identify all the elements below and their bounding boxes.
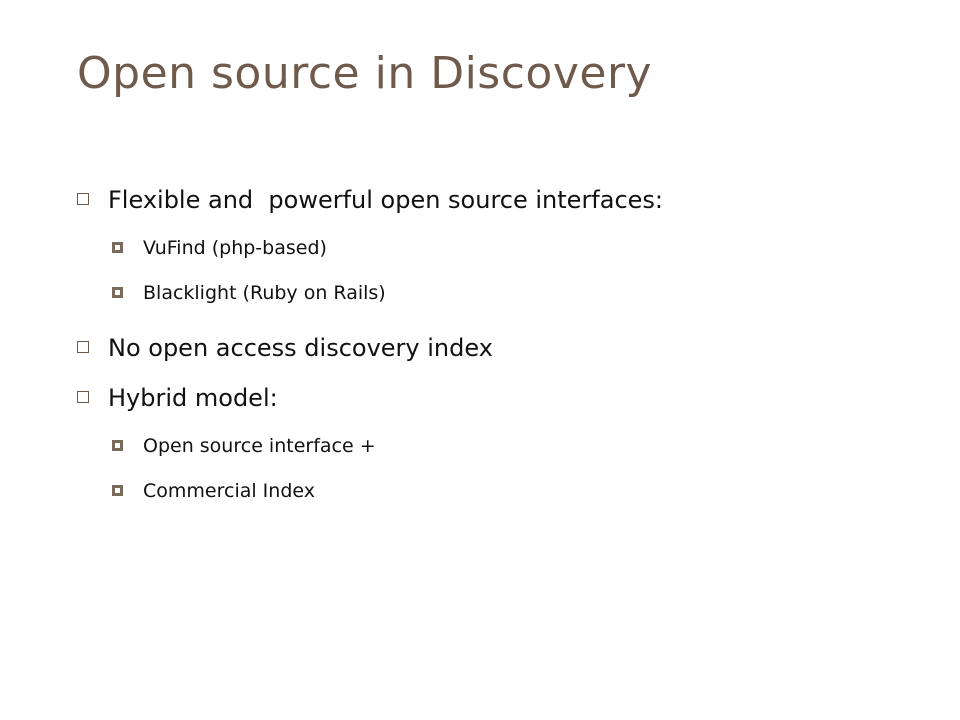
slide-title: Open source in Discovery [77,48,653,99]
bullet-item-level2: VuFind (php-based) [77,226,917,271]
bullet-text: No open access discovery index [108,334,493,362]
hollow-square-bullet-icon [77,341,89,353]
square-bullet-icon [112,287,123,298]
hollow-square-bullet-icon [77,391,89,403]
square-bullet-icon [112,440,123,451]
square-bullet-icon [112,485,123,496]
bullet-text: VuFind (php-based) [143,237,327,259]
bullet-item-level2: Commercial Index [77,469,917,514]
bullet-item-level1: Flexible and powerful open source interf… [77,176,917,226]
bullet-item-level1: Hybrid model: [77,374,917,424]
bullet-text: Commercial Index [143,480,315,502]
hollow-square-bullet-icon [77,193,89,205]
bullet-item-level2: Open source interface + [77,424,917,469]
bullet-text: Blacklight (Ruby on Rails) [143,282,386,304]
bullet-item-level2: Blacklight (Ruby on Rails) [77,271,917,316]
square-bullet-icon [112,242,123,253]
bullet-text: Open source interface + [143,435,376,457]
bullet-text: Flexible and powerful open source interf… [108,186,664,214]
bullet-list: Flexible and powerful open source interf… [77,176,917,514]
bullet-item-level1: No open access discovery index [77,324,917,374]
bullet-text: Hybrid model: [108,384,278,412]
